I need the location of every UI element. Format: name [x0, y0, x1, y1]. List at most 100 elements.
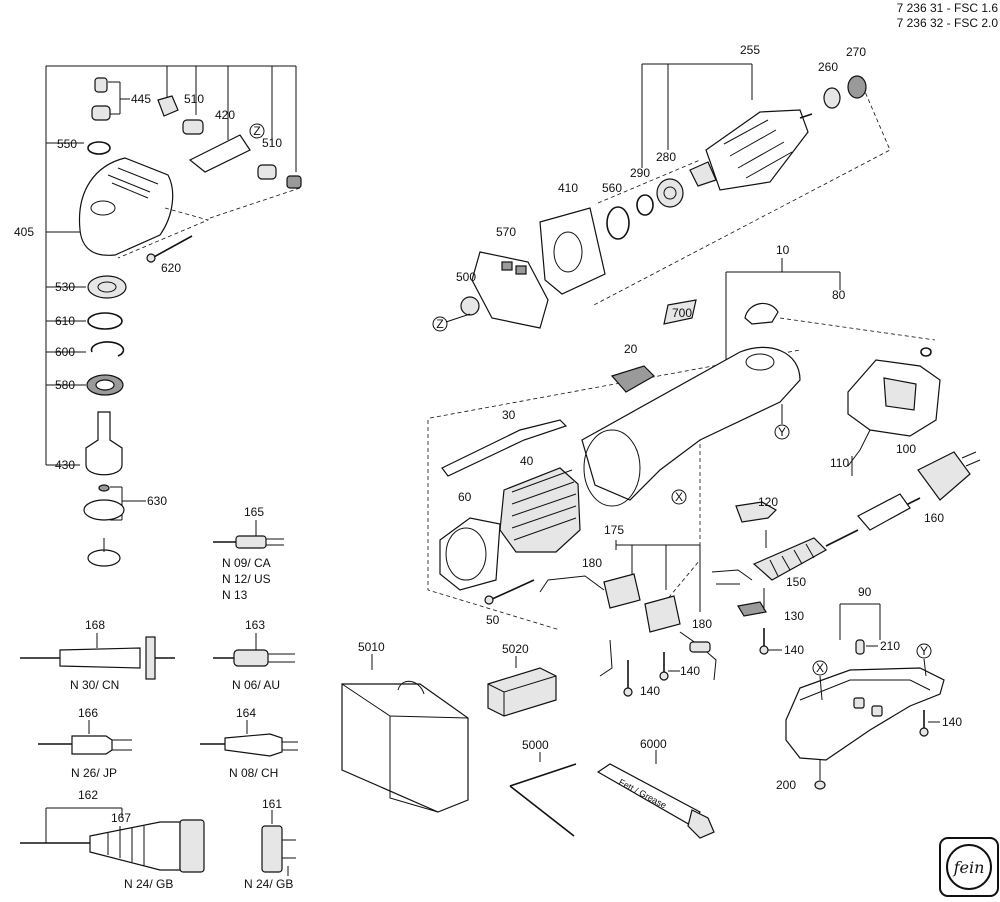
label-420: 420	[215, 108, 235, 122]
marker-z-ball: Z	[436, 317, 443, 331]
plug-161	[261, 825, 283, 873]
part-290-washer	[636, 194, 654, 216]
variant-163: N 06/ AU	[232, 678, 280, 692]
part-180-brush-holder-b	[644, 595, 681, 633]
label-162: 162	[78, 788, 98, 802]
label-163: 163	[245, 618, 265, 632]
electrics-group: 175 180 180 140 140	[539, 523, 717, 698]
marker-x-housing: X	[675, 490, 683, 504]
label-10: 10	[776, 243, 790, 257]
label-160: 160	[924, 511, 944, 525]
plug-162	[89, 821, 181, 871]
part-255-armature	[705, 109, 809, 191]
label-620: 620	[161, 261, 181, 275]
marker-z-head: Z	[253, 124, 260, 138]
part-150-cord-guard	[752, 537, 827, 581]
part-600-circlip	[90, 341, 125, 357]
part-405-head-housing	[78, 157, 174, 256]
label-430: 430	[55, 458, 75, 472]
part-5020-box	[487, 667, 557, 717]
bracket-162	[45, 807, 123, 843]
part-5000-key	[509, 763, 577, 837]
part-630-washer	[98, 484, 110, 492]
part-270-cap	[847, 75, 867, 99]
part-40-field	[499, 467, 581, 553]
part-530-bearing	[87, 275, 127, 299]
label-200: 200	[776, 778, 796, 792]
label-210: 210	[880, 639, 900, 653]
label-100: 100	[896, 442, 916, 456]
label-150: 150	[786, 575, 806, 589]
label-140-a: 140	[640, 684, 660, 698]
part-160-plug	[917, 451, 971, 501]
part-210-pin	[855, 639, 865, 655]
marker-y-cover: Y	[920, 644, 928, 658]
model-line-1: 7 236 31 - FSC 1.6	[897, 1, 999, 15]
label-161: 161	[262, 797, 282, 811]
fein-logo: fein	[939, 837, 999, 897]
part-510-spring-bottom	[257, 164, 277, 180]
part-clip	[286, 175, 302, 189]
label-140-b: 140	[680, 664, 700, 678]
label-580: 580	[55, 378, 75, 392]
model-line-2: 7 236 32 - FSC 2.0	[897, 16, 999, 30]
part-700-label	[663, 299, 697, 325]
part-30-slider	[441, 419, 568, 477]
plug-165	[235, 535, 267, 549]
label-40: 40	[520, 454, 534, 468]
label-20: 20	[624, 342, 638, 356]
label-500: 500	[456, 270, 476, 284]
label-164: 164	[236, 706, 256, 720]
label-165: 165	[244, 505, 264, 519]
part-5010-case	[341, 683, 469, 813]
part-260-bearing	[823, 87, 841, 109]
label-110: 110	[830, 456, 849, 470]
label-700: 700	[672, 306, 692, 320]
label-167: 167	[111, 811, 131, 825]
label-280: 280	[656, 150, 676, 164]
bracket-175	[615, 540, 701, 612]
label-80: 80	[832, 288, 846, 302]
variant-166: N 26/ JP	[71, 766, 117, 780]
part-6000-tube	[596, 763, 701, 827]
handle-cover-group: X Y 90 210 140 200	[776, 585, 962, 792]
label-166: 166	[78, 706, 98, 720]
label-180-right: 180	[692, 617, 712, 631]
label-90: 90	[858, 585, 872, 599]
label-610: 610	[55, 314, 75, 328]
marker-x-cover: X	[816, 661, 824, 675]
part-120-clamp	[735, 501, 777, 523]
part-10-motor-housing	[581, 346, 801, 501]
bracket-10	[725, 258, 841, 360]
armature-group: Z 255 260 270 290 280 560 410 570 500	[432, 43, 891, 332]
label-5000: 5000	[522, 738, 549, 752]
label-560: 560	[602, 181, 622, 195]
label-510-top: 510	[184, 92, 204, 106]
label-630: 630	[147, 494, 167, 508]
part-430-spindle	[85, 411, 123, 476]
label-530: 530	[55, 280, 75, 294]
part-180-brush-holder-a	[603, 573, 641, 609]
label-180-left: 180	[582, 556, 602, 570]
part-445-block	[157, 95, 179, 117]
accessories-group: 5010 5020 5000 Fett / Grease 6000	[341, 640, 715, 839]
part-630-bolt	[87, 549, 121, 567]
part-160-plug-sleeve	[857, 493, 911, 531]
part-570-gasket	[471, 251, 549, 329]
part-560-ring	[606, 206, 630, 240]
part-60-plate	[439, 517, 501, 591]
part-510-spring-top	[182, 119, 204, 135]
label-175: 175	[604, 523, 624, 537]
label-290: 290	[630, 166, 650, 180]
part-445-top	[94, 77, 108, 93]
bracket-405	[45, 65, 296, 466]
variant-165-us: N 12/ US	[222, 572, 271, 586]
part-130-clip	[737, 601, 767, 617]
part-20-switch	[610, 365, 655, 393]
label-255: 255	[740, 43, 760, 57]
bracket-630	[110, 486, 146, 521]
part-550-ring	[87, 141, 111, 155]
label-445: 445	[131, 92, 151, 106]
part-410-plate	[539, 207, 606, 295]
